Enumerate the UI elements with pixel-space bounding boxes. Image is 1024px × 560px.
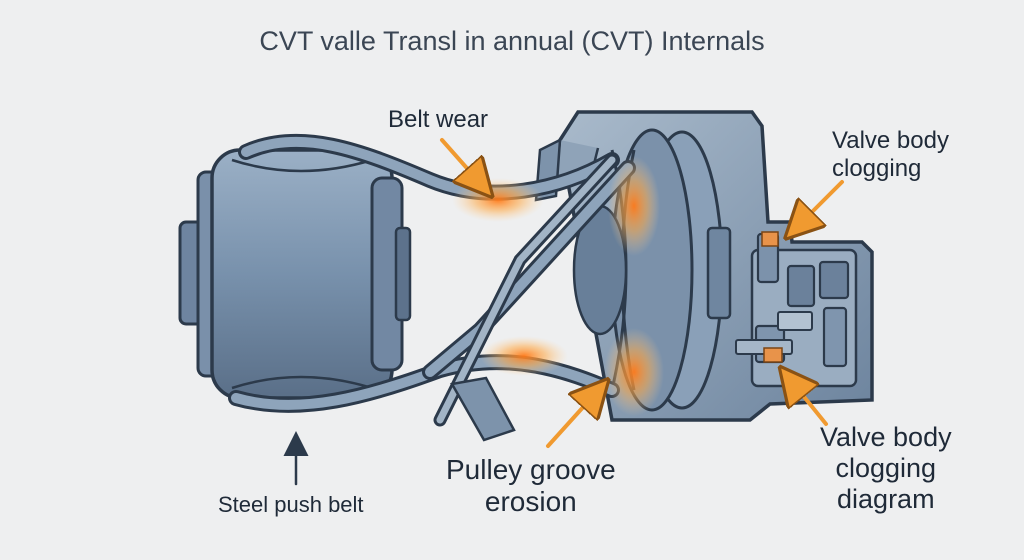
label-valve-body-clogging: Valve body clogging	[832, 127, 949, 182]
pulley-groove-arrow	[546, 384, 604, 448]
label-line: diagram	[837, 484, 935, 515]
label-line: clogging	[835, 453, 937, 484]
label-line: erosion	[484, 486, 577, 518]
diagram-title: CVT valle Transl in annual (CVT) Interna…	[259, 26, 765, 56]
label-belt-wear: Belt wear	[388, 106, 489, 133]
steel-push-belt	[228, 133, 636, 442]
label-steel-push-belt: Steel push belt	[218, 492, 364, 517]
label-pulley-groove-erosion: Pulley groove erosion	[446, 454, 616, 518]
belt-wear-arrow	[440, 138, 488, 192]
label-line: clogging	[832, 154, 922, 182]
label-line: Valve body	[832, 127, 949, 154]
label-valve-body-diagram: Valve body clogging diagram	[820, 422, 952, 515]
valve-clog-arrow	[790, 180, 844, 234]
label-line: Pulley groove	[446, 454, 616, 485]
callout-arrows	[283, 138, 844, 486]
valve-diagram-arrow	[784, 372, 828, 426]
label-line: Valve body	[820, 422, 952, 452]
valve-body	[735, 231, 858, 388]
drive-pulley	[178, 148, 412, 400]
